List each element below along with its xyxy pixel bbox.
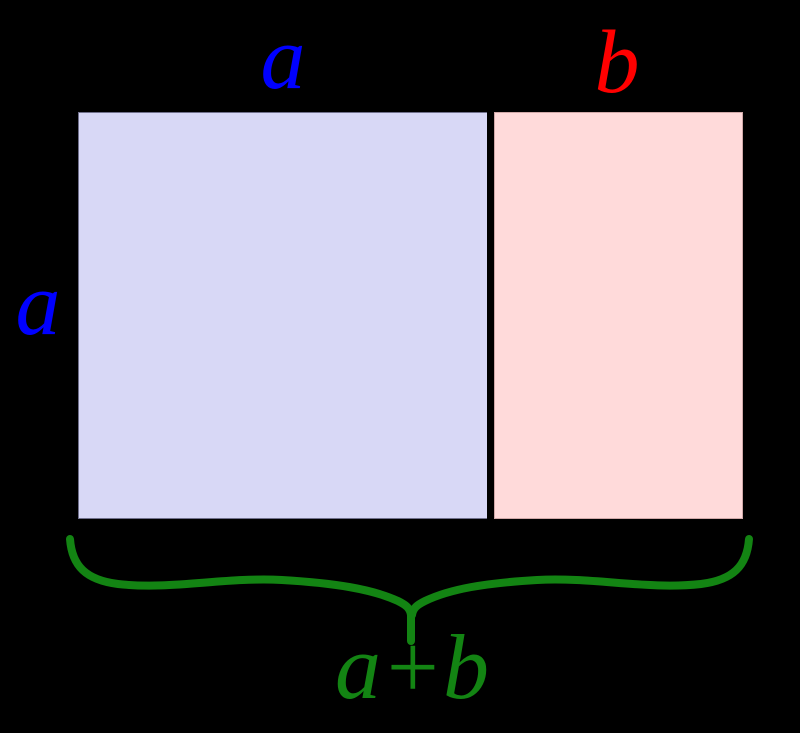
label-a-plus-b: a+b bbox=[334, 616, 490, 718]
label-b-top: b bbox=[594, 13, 640, 112]
label-a-top: a bbox=[260, 9, 306, 108]
underbrace-right-curve bbox=[408, 535, 753, 619]
divider-line bbox=[487, 112, 494, 519]
label-a-left: a bbox=[15, 255, 61, 354]
rectangle-b-region bbox=[494, 112, 743, 519]
square-a-region bbox=[78, 112, 488, 519]
